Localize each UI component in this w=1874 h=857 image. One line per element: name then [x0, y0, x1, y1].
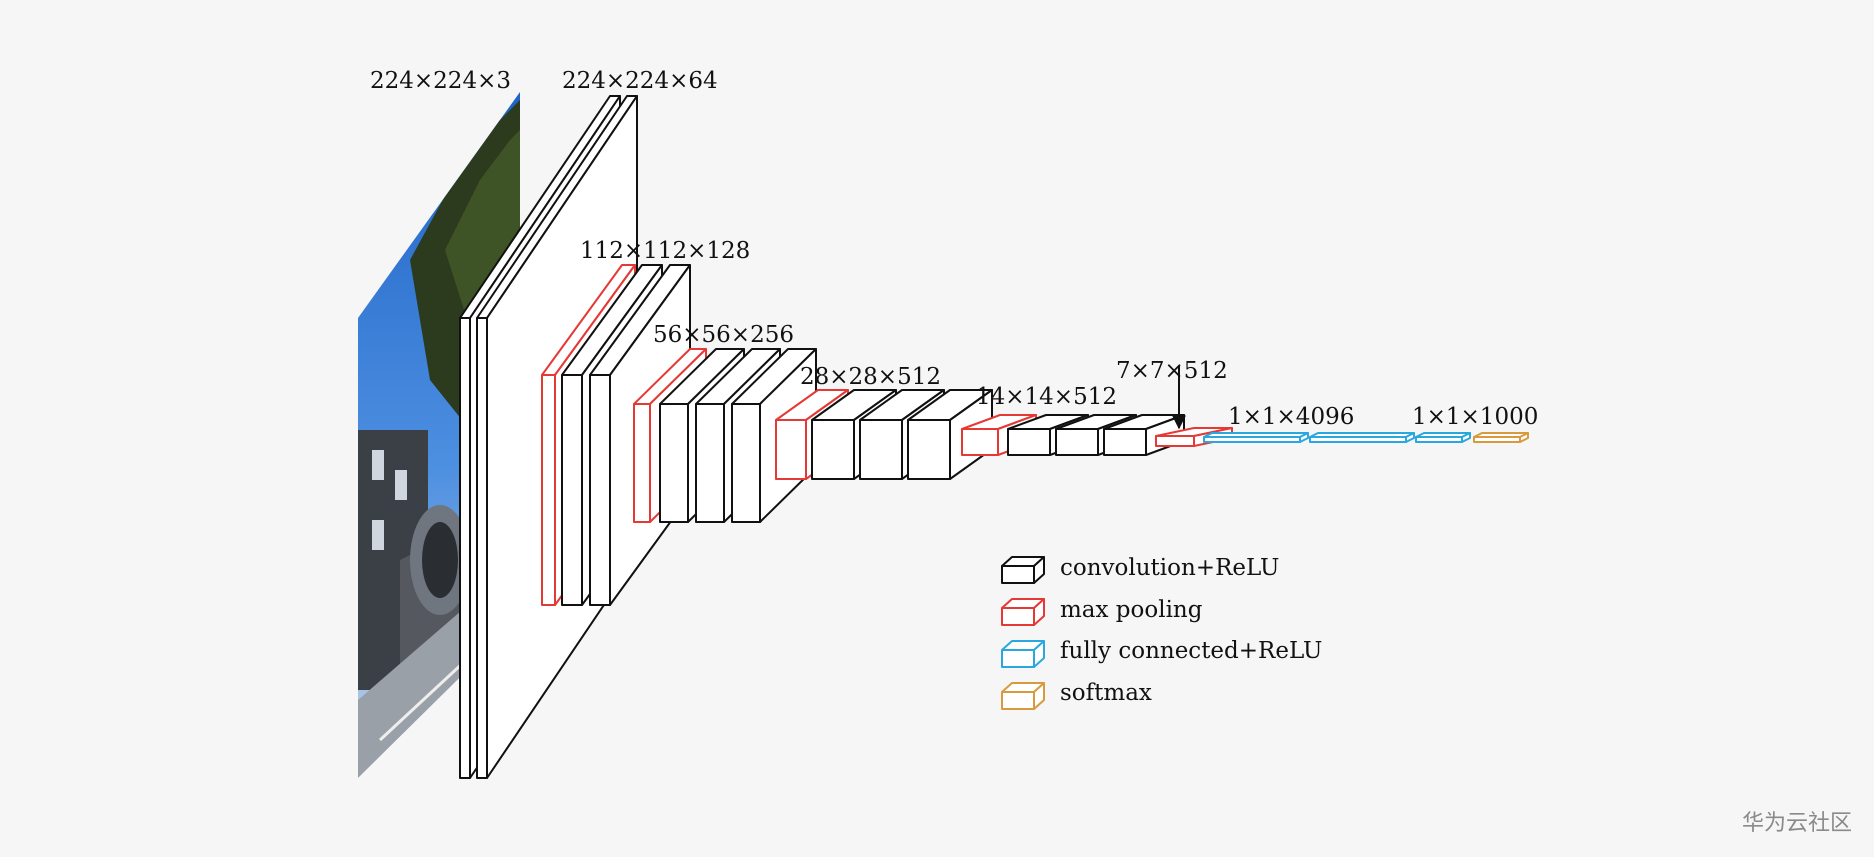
legend-swatch-fc-shape — [1001, 640, 1045, 668]
legend-swatch-conv-shape — [1001, 556, 1045, 584]
fc-dimension-label: 1×1×4096 — [1228, 404, 1354, 430]
pool5-dimension-label: 7×7×512 — [1116, 358, 1228, 384]
legend-swatch-pool-shape — [1001, 598, 1045, 626]
layer-blocks — [459, 95, 1529, 779]
fc2-block — [1309, 432, 1415, 443]
fc1-block — [1203, 432, 1309, 443]
legend-item-max-pooling: max pooling — [1001, 597, 1203, 626]
fc3-block — [1415, 432, 1471, 443]
conv4-dimension-label: 28×28×512 — [800, 364, 941, 390]
legend-item-fully-connected: fully connected+ReLU — [1001, 638, 1322, 668]
watermark-text: 华为云社区 — [1741, 811, 1852, 836]
legend-item-convolution: convolution+ReLU — [1001, 555, 1279, 584]
conv3-dimension-label: 56×56×256 — [653, 322, 794, 348]
input-dimension-label: 224×224×3 — [370, 68, 511, 94]
legend-item-softmax: softmax — [1001, 680, 1152, 710]
softmax-dimension-label: 1×1×1000 — [1412, 404, 1538, 430]
legend-label-fully-connected: fully connected+ReLU — [1060, 638, 1322, 664]
conv5-dimension-label: 14×14×512 — [976, 384, 1117, 410]
legend-swatch-conv — [1001, 556, 1045, 584]
conv1-dimension-label: 224×224×64 — [562, 68, 718, 94]
softmax-block — [1473, 432, 1529, 443]
legend-label-softmax: softmax — [1060, 680, 1152, 706]
legend-swatch-fc — [1001, 640, 1045, 668]
legend-swatch-softmax-shape — [1001, 682, 1045, 710]
legend-label-convolution: convolution+ReLU — [1060, 555, 1279, 581]
conv2-dimension-label: 112×112×128 — [580, 238, 750, 264]
legend-swatch-pool — [1001, 598, 1045, 626]
legend-label-max-pooling: max pooling — [1060, 597, 1203, 623]
legend-swatch-softmax — [1001, 682, 1045, 710]
legend: convolution+ReLU max pooling fully conne… — [1001, 555, 1322, 710]
